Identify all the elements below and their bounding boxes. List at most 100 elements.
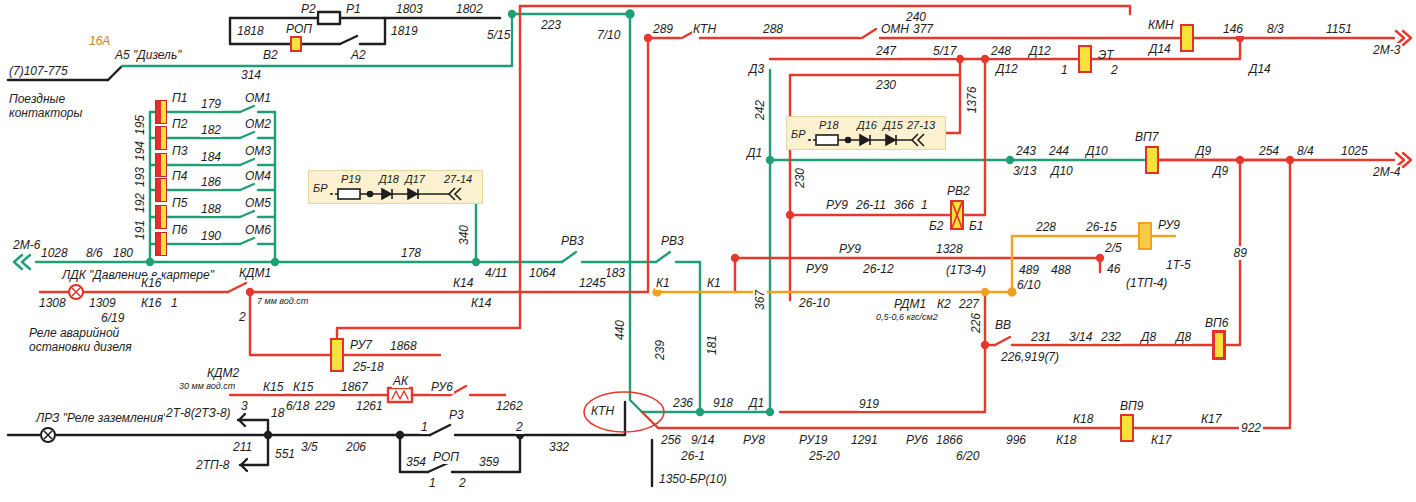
lamp-symbol (70, 286, 82, 298)
wire (258, 216, 275, 218)
relay-coil: ВП6 (1212, 330, 1226, 360)
junction-dot (247, 289, 253, 295)
wire-label: 242 (753, 99, 767, 121)
wire (735, 257, 1100, 259)
wire-label: Д8 (1140, 330, 1157, 344)
panel-text: Д16 (857, 119, 877, 132)
thermal-relay-symbol (388, 388, 412, 402)
relay-coil: ВП7 (1145, 146, 1159, 174)
wire-label: К1 (706, 276, 722, 290)
wire-label: 0,5-0,6 кгс/см2 (875, 312, 939, 323)
wire-label: 2 (515, 420, 524, 434)
junction-dot (732, 255, 738, 261)
wire-label: 289 (652, 22, 674, 36)
wire-label: КТН (692, 22, 717, 36)
wire-label: 1261 (355, 399, 384, 413)
wire-label: 1866 (935, 433, 964, 447)
contactor-coil: П1 (155, 100, 167, 124)
wire-label: 922 (1239, 421, 1263, 435)
wire-label: 6/10 (1016, 278, 1041, 292)
panel-text: Д15 (883, 119, 903, 132)
wire (250, 292, 330, 355)
wire-label: (1ТЗ-4) (945, 263, 987, 277)
wire (582, 261, 656, 263)
wire-label: 25-18 (352, 360, 385, 374)
wire-label: 488 (1050, 263, 1072, 277)
wire-label: РУ19 (798, 433, 828, 447)
wire-label: А5 "Дизель" (114, 48, 182, 62)
wire (780, 345, 985, 412)
thermal-relay-symbol (392, 391, 408, 399)
wire-label: ВВ (994, 318, 1012, 332)
wire-label: 247 (875, 44, 897, 58)
wire-label: КТН (590, 404, 615, 418)
wire-label: 1376 (965, 86, 979, 115)
relay-coil: РОП (290, 36, 302, 52)
wire-label: ОМ2 (244, 117, 272, 131)
wire-label: 7/10 (596, 28, 621, 42)
wire (167, 137, 240, 139)
contact-symbol (656, 252, 670, 262)
wire-label: К18 (1055, 433, 1077, 447)
wire (8, 79, 108, 81)
panel-text: Д18 (379, 173, 399, 186)
block-panel: БРР19Д18Д1727-14 (308, 170, 483, 204)
wire-label: ОМ4 (244, 169, 272, 183)
coil-label: П4 (172, 169, 187, 183)
diode-symbol (382, 189, 391, 199)
wire-label: 186 (200, 175, 222, 189)
wire-label: Р3 (448, 408, 465, 422)
wire (700, 37, 860, 39)
wire-label: РВ3 (560, 234, 585, 248)
wire (475, 204, 477, 262)
coil-cross (952, 202, 962, 228)
wire-label: 332 (548, 440, 570, 454)
junction-dot (767, 157, 773, 163)
wire-label: Б1 (968, 219, 984, 233)
coil-label: П5 (172, 196, 187, 210)
contact-symbol (428, 463, 448, 472)
panel-text: БР (313, 182, 328, 195)
junction-dot (473, 259, 479, 265)
wire-label: 3/14 (1068, 330, 1093, 344)
junction-dot (846, 138, 851, 143)
junction-dot (697, 409, 703, 415)
wire-label: 26-11 (855, 198, 887, 212)
wire-label: РДМ1 (893, 297, 927, 311)
junction-dot (767, 409, 773, 415)
wire-label: 340 (457, 224, 471, 246)
junction-dot (787, 212, 793, 218)
connector-symbol (1403, 31, 1411, 45)
wire-label: 16А (88, 34, 111, 48)
wire-label: 1 (1060, 63, 1069, 77)
wire-label: 1818 (236, 24, 265, 38)
wire-label: РУ9 (825, 198, 849, 212)
wire-label: К14 (470, 296, 492, 310)
wire-label: 1803 (395, 2, 424, 16)
wire-label: 2ТП-8 (195, 458, 230, 472)
wire-label: 1 (420, 420, 429, 434)
relay-coil: РУ9 (1138, 222, 1152, 250)
wire (1012, 344, 1212, 346)
wire-label: 1025 (1340, 144, 1369, 158)
contact-symbol (240, 159, 254, 165)
wire-label: ОМ3 (244, 144, 272, 158)
wire-label: 366 (893, 198, 915, 212)
wire-label: 9/14 (690, 433, 715, 447)
wire-label: РУ8 (742, 433, 766, 447)
wire-label: Д10 (1050, 164, 1074, 178)
wire-label: 188 (200, 202, 222, 216)
wire (657, 236, 1138, 292)
junction-dot (397, 432, 403, 438)
coil-label: КМН (1148, 18, 1174, 32)
junction-dot (509, 11, 515, 17)
wire (1092, 38, 1240, 59)
wire-label: 918 (712, 396, 734, 410)
wire-label: КДМ1 (238, 266, 272, 280)
wire-label: К15 (262, 380, 284, 394)
wire (258, 137, 275, 139)
contact-symbol (240, 184, 254, 190)
wire-label: 8/4 (1296, 144, 1315, 158)
wire-label: 489 (1018, 263, 1040, 277)
